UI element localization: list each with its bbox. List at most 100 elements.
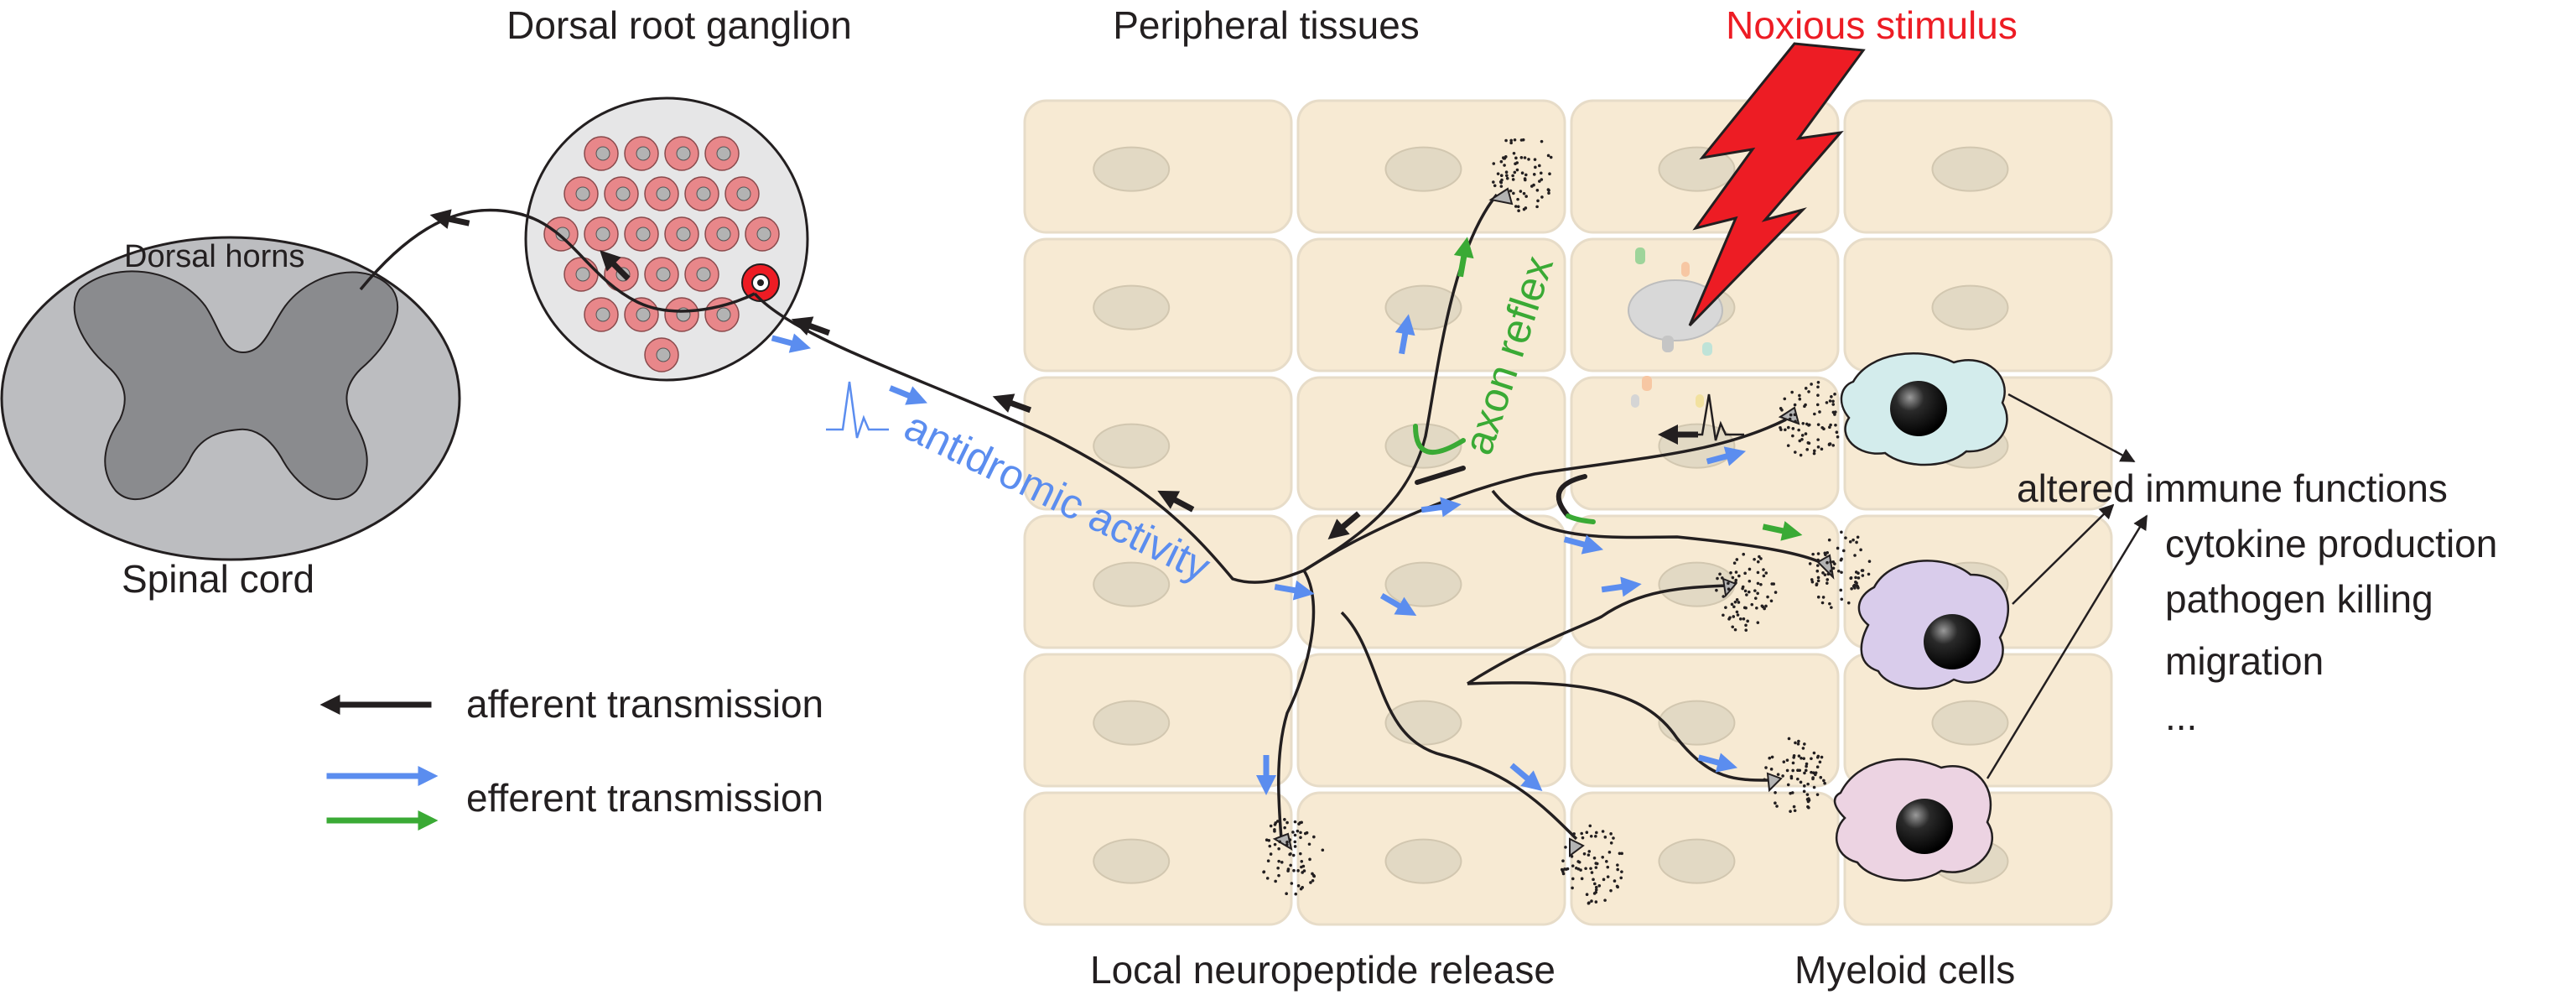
neuropeptide-dot xyxy=(1566,867,1570,871)
neuropeptide-dot xyxy=(1789,413,1793,417)
neuropeptide-dot xyxy=(1756,560,1760,564)
neuropeptide-dot xyxy=(1733,600,1737,604)
branch-nociceptor xyxy=(1303,418,1787,572)
neuropeptide-dot xyxy=(1492,180,1495,184)
neuropeptide-dot xyxy=(1774,791,1777,794)
dorsal-root-ganglion xyxy=(524,96,809,382)
neuropeptide-dot xyxy=(1606,865,1610,869)
neuropeptide-dot xyxy=(1594,866,1598,869)
neuropeptide-dot xyxy=(1540,178,1544,181)
neuropeptide-dot xyxy=(1718,572,1722,576)
drg-neuron-nucleus xyxy=(656,267,671,282)
neuropeptide-dot xyxy=(1763,607,1766,611)
neuropeptide-dot xyxy=(1293,820,1297,824)
neuropeptide-dot xyxy=(1738,617,1742,621)
neuropeptide-dot xyxy=(1856,585,1860,589)
arrow-head xyxy=(319,695,340,715)
neuropeptide-dot xyxy=(1538,164,1541,168)
neuropeptide-dot xyxy=(1496,172,1500,175)
neuropeptide-dot xyxy=(1748,579,1752,583)
neuropeptide-dot xyxy=(1800,757,1803,760)
neuropeptide-dot xyxy=(1606,875,1610,878)
neuropeptide-dot xyxy=(1803,771,1806,775)
neuropeptide-dot xyxy=(1833,393,1836,396)
drg-neuron-nucleus xyxy=(696,267,711,282)
neuropeptide-dot xyxy=(1745,593,1748,596)
neuropeptide-dot xyxy=(1267,839,1271,842)
neuropeptide-dot xyxy=(1812,751,1816,755)
neuropeptide-dot xyxy=(1774,801,1777,805)
neuropeptide-dot xyxy=(1836,569,1841,573)
neuropeptide-dot xyxy=(1827,442,1831,446)
neuropeptide-dot xyxy=(1812,451,1816,456)
neuropeptide-dot xyxy=(1818,760,1822,764)
neuropeptide-dot xyxy=(1513,138,1517,142)
neuropeptide-dot xyxy=(1607,851,1612,854)
neuropeptide-dot xyxy=(1797,739,1800,743)
neuropeptide-dot xyxy=(1595,862,1599,866)
neuropeptide-label: Local neuropeptide release xyxy=(1090,948,1555,992)
neuropeptide-dot xyxy=(1836,546,1840,550)
neuropeptide-dot xyxy=(1742,552,1746,556)
drg-neuron-nucleus xyxy=(676,146,691,161)
neuropeptide-dot xyxy=(1511,178,1515,181)
neuropeptide-dot xyxy=(1816,381,1820,384)
neuropeptide-dot xyxy=(1798,393,1801,398)
neuropeptide-dot xyxy=(1854,570,1858,574)
transmission-arrow xyxy=(1157,490,1195,513)
neuropeptide-dot xyxy=(1826,578,1830,581)
neuropeptide-dot xyxy=(1612,836,1615,840)
neuropeptide-dot xyxy=(1587,853,1591,857)
neuropeptide-dot xyxy=(1772,582,1776,586)
neuropeptide-dot xyxy=(1820,601,1825,605)
neuropeptide-dot xyxy=(1519,138,1524,142)
neuropeptide-dot xyxy=(1288,838,1292,841)
neuropeptide-dot xyxy=(1748,567,1752,571)
neuropeptide-dot xyxy=(1813,412,1816,416)
neuropeptide-dot xyxy=(1844,536,1847,539)
neuropeptide-dot xyxy=(1571,864,1575,867)
neuropeptide-dot xyxy=(1786,783,1790,787)
neuropeptide-dot xyxy=(1840,597,1844,602)
neuropeptide-dot xyxy=(1727,617,1731,621)
terminal-myeloid-low xyxy=(1766,772,1783,793)
neuropeptide-dot xyxy=(1830,395,1833,398)
neuropeptide-dot xyxy=(1785,758,1789,762)
neuropeptide-dot xyxy=(1587,850,1592,853)
neuropeptide-dot xyxy=(1721,576,1724,580)
transmission-arrow xyxy=(1762,521,1803,541)
branch-lower-left-terminal xyxy=(1276,570,1316,840)
neuropeptide-dot xyxy=(1517,209,1520,212)
neuropeptide-dot xyxy=(1732,615,1736,618)
neuropeptide-dot xyxy=(1265,877,1270,880)
neuropeptide-dot xyxy=(1613,879,1617,883)
transmission-arrow xyxy=(1601,576,1642,597)
neuropeptide-dot xyxy=(1504,138,1508,143)
legend-afferent-label: afferent transmission xyxy=(466,682,823,726)
neuropeptide-dot xyxy=(1515,168,1519,172)
neuropeptide-dot xyxy=(1592,857,1597,860)
transmission-arrow xyxy=(1327,511,1361,539)
neuropeptide-dot xyxy=(1504,155,1508,159)
neuropeptide-dot xyxy=(1533,158,1537,161)
immune-effects-list: altered immune functions cytokine produc… xyxy=(2017,466,2497,738)
neuropeptide-dot xyxy=(1798,397,1802,401)
neuropeptide-dot xyxy=(1861,574,1865,577)
terminal-upper xyxy=(1488,187,1514,206)
neuropeptide-dot xyxy=(1787,737,1791,741)
neuropeptide-dot xyxy=(1812,449,1816,453)
neuropeptide-dot xyxy=(1808,562,1812,565)
neuropeptide-dot xyxy=(1734,570,1738,574)
neuropeptide-dot xyxy=(1293,833,1297,837)
tissue-cell-nucleus xyxy=(1931,700,2009,746)
neuropeptide-dot xyxy=(1296,884,1301,888)
neuropeptide-dot xyxy=(1816,558,1820,562)
neuropeptide-dot xyxy=(1835,430,1839,434)
neuropeptide-dot xyxy=(1750,602,1754,607)
neuropeptide-dot xyxy=(1743,589,1748,593)
neuropeptide-dot xyxy=(1594,888,1598,892)
neuropeptide-dot xyxy=(1799,453,1803,457)
neuropeptide-dot xyxy=(1793,403,1797,407)
neuropeptide-dot xyxy=(1828,602,1831,606)
neuropeptide-dot xyxy=(1811,552,1815,556)
